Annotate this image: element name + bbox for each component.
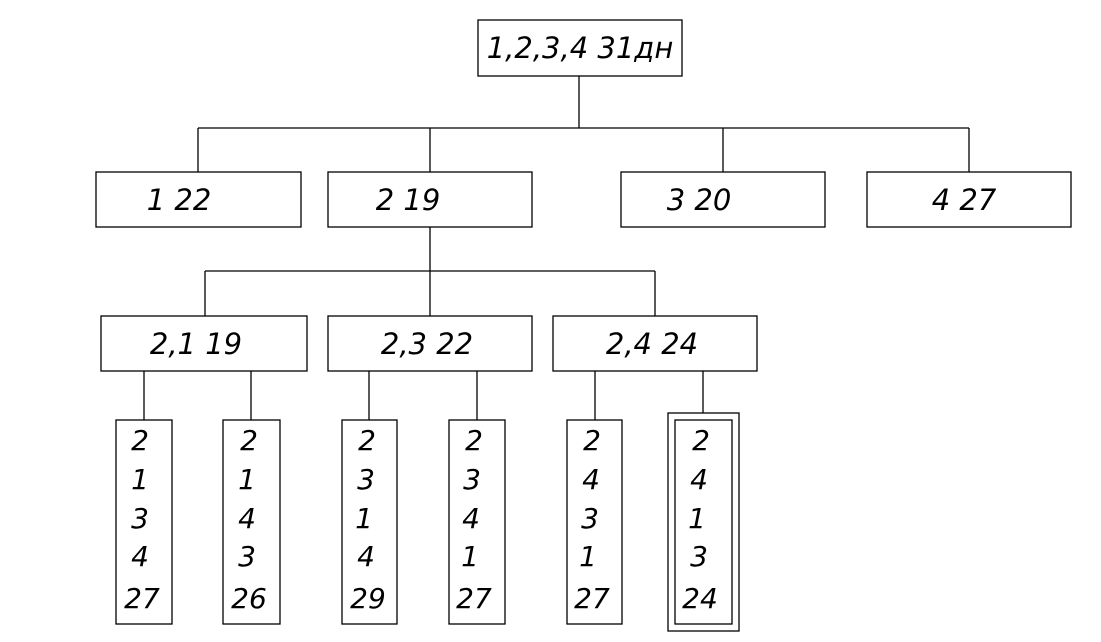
leaf-2: 2 1 4 3 26 — [222, 419, 281, 625]
leaf-5: 2 4 3 1 27 — [566, 419, 623, 625]
leaf-2-value-4: 3 — [238, 540, 256, 573]
node-3-label: 3 20 — [667, 183, 732, 217]
leaf-3-value-1: 2 — [358, 424, 376, 457]
node-1-box — [95, 171, 302, 228]
leaf-4-value-2: 3 — [463, 463, 481, 496]
leaf-3-value-3: 1 — [355, 502, 373, 535]
leaf-6-inner-box — [674, 419, 733, 625]
leaf-6-value-4: 3 — [690, 540, 708, 573]
leaf-1-value-2: 1 — [131, 463, 149, 496]
leaf-5-box — [566, 419, 623, 625]
node-23: 2,3 22 — [327, 315, 533, 372]
leaf-5-value-3: 3 — [581, 502, 599, 535]
leaf-1-value-5: 27 — [124, 582, 160, 615]
node-3: 3 20 — [620, 171, 826, 228]
leaf-4: 2 3 4 1 27 — [448, 419, 506, 625]
leaf-3: 2 3 1 4 29 — [341, 419, 398, 625]
leaf-6-value-1: 2 — [692, 424, 710, 457]
leaf-5-value-5: 27 — [574, 582, 610, 615]
leaf-3-value-2: 3 — [357, 463, 375, 496]
node-21-label: 2,1 19 — [150, 327, 242, 361]
leaf-4-value-1: 2 — [465, 424, 483, 457]
leaf-6-value-3: 1 — [688, 502, 706, 535]
node-24-box — [552, 315, 758, 372]
leaf-3-value-5: 29 — [350, 582, 386, 615]
node-24-label: 2,4 24 — [606, 327, 698, 361]
node-2: 2 19 — [327, 171, 533, 228]
leaf-2-box — [222, 419, 281, 625]
leaf-columns: 2 1 3 4 27 2 1 4 3 26 2 3 1 4 29 2 3 — [115, 412, 740, 632]
leaf-6-selected: 2 4 1 3 24 — [667, 412, 740, 632]
root-node-label: 1,2,3,4 31дн — [487, 31, 674, 65]
leaf-5-value-2: 4 — [582, 463, 600, 496]
leaf-4-value-5: 27 — [456, 582, 492, 615]
node-23-box — [327, 315, 533, 372]
root-node: 1,2,3,4 31дн — [477, 19, 683, 77]
leaf-4-value-4: 1 — [461, 540, 479, 573]
connector-lines — [143, 76, 970, 420]
leaf-1-value-1: 2 — [131, 424, 149, 457]
leaf-5-value-1: 2 — [583, 424, 601, 457]
node-2-label: 2 19 — [376, 183, 441, 217]
leaf-4-box — [448, 419, 506, 625]
leaf-6-value-5: 24 — [682, 582, 718, 615]
leaf-2-value-3: 4 — [238, 502, 256, 535]
node-21: 2,1 19 — [100, 315, 308, 372]
leaf-1-value-4: 4 — [131, 540, 149, 573]
leaf-1-box — [115, 419, 173, 625]
node-23-label: 2,3 22 — [381, 327, 473, 361]
node-1: 1 22 — [95, 171, 302, 228]
leaf-1-value-3: 3 — [131, 502, 149, 535]
leaf-6-outer-box — [667, 412, 740, 632]
node-4-box — [866, 171, 1072, 228]
leaf-1: 2 1 3 4 27 — [115, 419, 173, 625]
level2-nodes: 2,1 19 2,3 22 2,4 24 — [100, 315, 758, 372]
leaf-3-box — [341, 419, 398, 625]
node-21-box — [100, 315, 308, 372]
level1-nodes: 1 22 2 19 3 20 4 27 — [95, 171, 1072, 228]
node-3-box — [620, 171, 826, 228]
node-4-label: 4 27 — [932, 183, 997, 217]
leaf-6-value-2: 4 — [690, 463, 708, 496]
leaf-5-value-4: 1 — [579, 540, 597, 573]
node-1-label: 1 22 — [147, 183, 212, 217]
leaf-2-value-5: 26 — [231, 582, 267, 615]
node-4: 4 27 — [866, 171, 1072, 228]
leaf-2-value-2: 1 — [238, 463, 256, 496]
node-24: 2,4 24 — [552, 315, 758, 372]
leaf-4-value-3: 4 — [462, 502, 480, 535]
leaf-3-value-4: 4 — [357, 540, 375, 573]
leaf-2-value-1: 2 — [240, 424, 258, 457]
node-2-box — [327, 171, 533, 228]
root-node-box — [477, 19, 683, 77]
